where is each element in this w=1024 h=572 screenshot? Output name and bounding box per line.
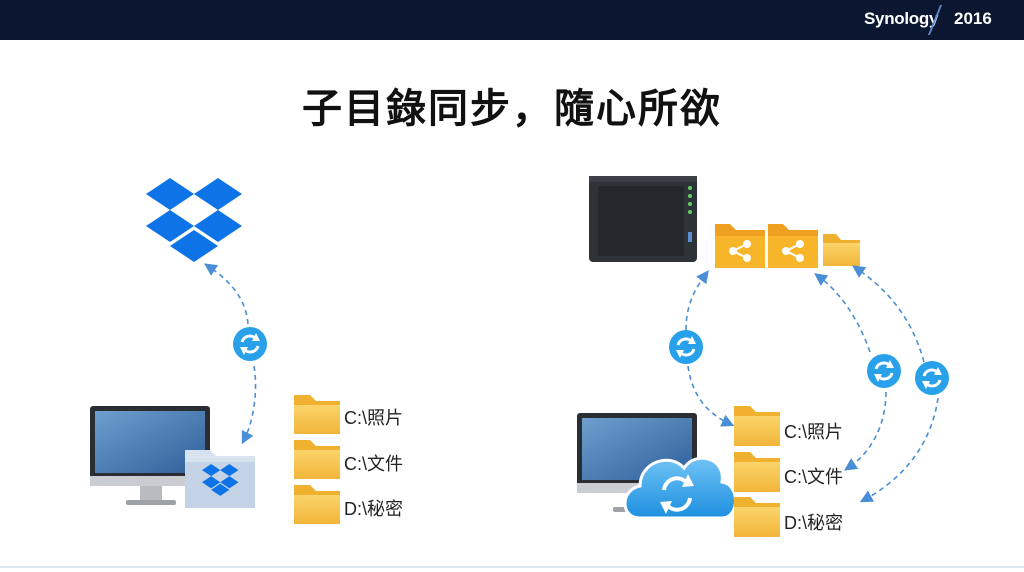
shared-folder-icon[interactable] <box>715 224 765 268</box>
sync-arrow-right-4 <box>844 391 887 471</box>
sync-icon[interactable] <box>233 327 267 361</box>
folder-icon[interactable] <box>294 440 340 479</box>
desktop-monitor-icon <box>90 406 210 505</box>
sync-icon[interactable] <box>669 330 703 364</box>
sync-arrow-left-top <box>204 263 249 325</box>
folder-icon[interactable] <box>294 485 340 524</box>
folder-icon[interactable] <box>294 395 340 434</box>
sync-arrow-right-3 <box>814 273 871 353</box>
folder-label: D:\秘密 <box>344 499 404 519</box>
shared-folder-icon[interactable] <box>768 224 818 268</box>
slide-title: 子目錄同步，隨心所欲 <box>302 86 722 132</box>
sync-arrow-left-bottom <box>241 365 257 445</box>
sync-arrow-right-2 <box>687 365 735 427</box>
folder-icon[interactable] <box>734 497 780 537</box>
folder-label: D:\秘密 <box>784 513 844 533</box>
dropbox-logo-icon <box>146 178 242 262</box>
sync-arrow-right-5 <box>852 265 925 363</box>
folder-label: C:\文件 <box>344 454 404 474</box>
dropbox-folder-icon <box>185 450 255 508</box>
sync-icon[interactable] <box>867 354 901 388</box>
cloud-sync-icon <box>623 456 737 520</box>
folder-label: C:\文件 <box>784 467 844 487</box>
sync-icon[interactable] <box>915 361 949 395</box>
nas-device-icon <box>589 176 697 262</box>
header-year: 2016 <box>954 9 992 28</box>
header-bar: Synology 2016 <box>0 0 1024 40</box>
folder-label: C:\照片 <box>784 422 844 442</box>
folder-icon[interactable] <box>823 234 860 266</box>
folder-icon[interactable] <box>734 406 780 446</box>
sync-arrow-right-1 <box>685 270 709 331</box>
sync-arrow-right-6 <box>859 397 939 503</box>
folder-label: C:\照片 <box>344 408 404 428</box>
synology-logo: Synology <box>864 9 939 28</box>
folder-icon[interactable] <box>734 452 780 492</box>
bottom-divider <box>0 566 1024 568</box>
